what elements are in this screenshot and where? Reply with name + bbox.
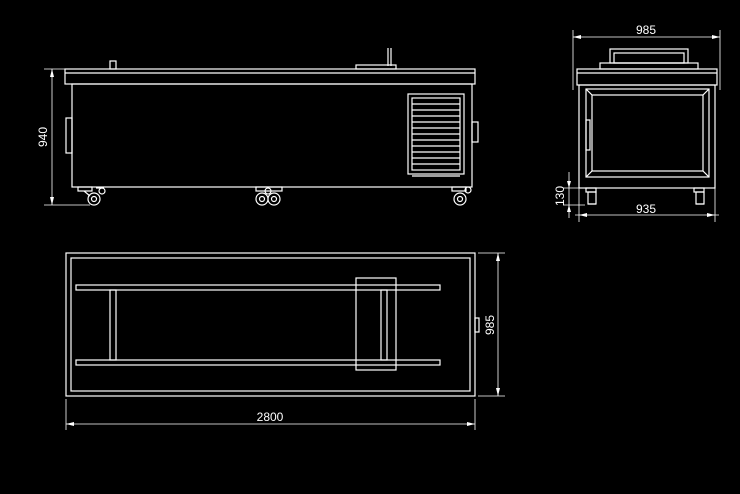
dimension-top-depth	[478, 252, 505, 397]
dimension-front-width-bottom	[575, 188, 719, 222]
dimension-label-side-height: 940	[36, 127, 50, 147]
top-rails	[75, 284, 441, 366]
dimension-side-height	[44, 68, 90, 206]
side-view	[44, 48, 479, 206]
front-lid-handle	[599, 48, 699, 70]
dimension-front-caster-height	[563, 172, 585, 218]
dimension-label-front-caster-height: 130	[553, 186, 567, 206]
ventilation-grille	[407, 93, 465, 177]
side-top-knob	[109, 60, 117, 70]
dimension-label-front-width-bottom: 935	[636, 202, 656, 216]
side-lid-handle	[355, 48, 397, 70]
top-outline	[65, 252, 476, 397]
front-view	[563, 30, 721, 222]
front-body	[578, 84, 716, 189]
dimension-front-width-top	[572, 30, 721, 90]
side-counter-top	[64, 68, 476, 85]
side-caster-middle	[255, 186, 283, 206]
dimension-label-top-length: 2800	[257, 410, 284, 424]
dimension-top-length	[65, 399, 476, 430]
top-view	[65, 252, 505, 430]
side-caster-right	[451, 186, 472, 206]
front-caster-left	[585, 187, 597, 205]
dimension-label-top-depth: 985	[483, 315, 497, 335]
dimension-label-front-width-top: 985	[636, 23, 656, 37]
front-caster-right	[693, 187, 705, 205]
side-caster-left	[77, 186, 106, 206]
front-door	[585, 88, 710, 178]
front-counter-top	[576, 68, 718, 86]
top-sliding-lid	[355, 277, 397, 371]
